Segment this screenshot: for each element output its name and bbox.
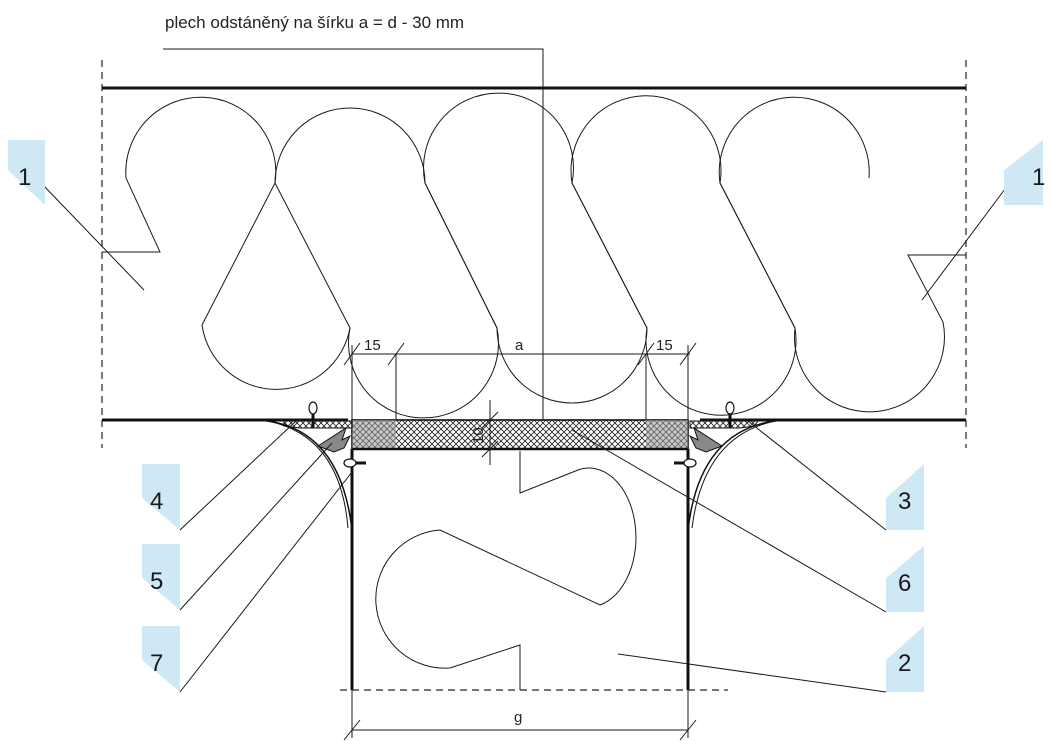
dim-width-g: g <box>514 709 522 726</box>
svg-text:7: 7 <box>150 650 163 677</box>
svg-text:4: 4 <box>150 488 163 515</box>
tag-6: 6 <box>886 546 924 612</box>
tag-3: 3 <box>886 464 924 530</box>
svg-text:6: 6 <box>898 570 911 597</box>
dim-width-a: a <box>515 337 524 354</box>
tag-7: 7 <box>142 626 180 692</box>
dimension-top <box>343 342 697 420</box>
sealant-curve-right <box>687 419 786 540</box>
sealant-curve-right-inner <box>691 419 782 529</box>
joint-core <box>351 419 689 451</box>
compressed-tape-right <box>646 420 688 449</box>
svg-text:2: 2 <box>898 650 911 677</box>
dim-thickness: 10 <box>470 427 487 444</box>
header-note: plech odstáněný na šírku a = d - 30 mm <box>165 13 464 32</box>
header-note-leader <box>163 48 544 420</box>
tag-1-left: 1 <box>8 140 45 205</box>
anchor-clip-left <box>316 426 352 453</box>
dimension-thickness <box>481 400 499 465</box>
dimension-bottom <box>343 690 697 741</box>
svg-text:1: 1 <box>18 164 31 191</box>
leader-lines <box>42 184 1009 693</box>
tag-2: 2 <box>886 626 924 692</box>
svg-text:3: 3 <box>898 488 911 515</box>
tag-1-right: 1 <box>1004 140 1045 205</box>
tag-4: 4 <box>142 464 180 530</box>
svg-text:1: 1 <box>1032 164 1045 191</box>
rivet-left-top <box>308 401 318 428</box>
insulation-pattern-lower <box>375 451 637 690</box>
insulation-pattern-main <box>102 92 966 419</box>
anchor-clip-right <box>688 426 724 453</box>
sealing-tape-hatched <box>351 419 689 450</box>
dim-left-offset: 15 <box>364 337 381 354</box>
sealant-curve-left <box>257 419 353 540</box>
dim-right-offset: 15 <box>656 337 673 354</box>
rivet-left-side <box>343 458 366 468</box>
rivet-right-top <box>725 401 735 428</box>
compressed-tape-left <box>352 420 396 449</box>
rivet-right-side <box>674 458 697 468</box>
flashing-right <box>689 420 760 429</box>
tag-5: 5 <box>142 544 180 610</box>
svg-text:5: 5 <box>150 568 163 595</box>
